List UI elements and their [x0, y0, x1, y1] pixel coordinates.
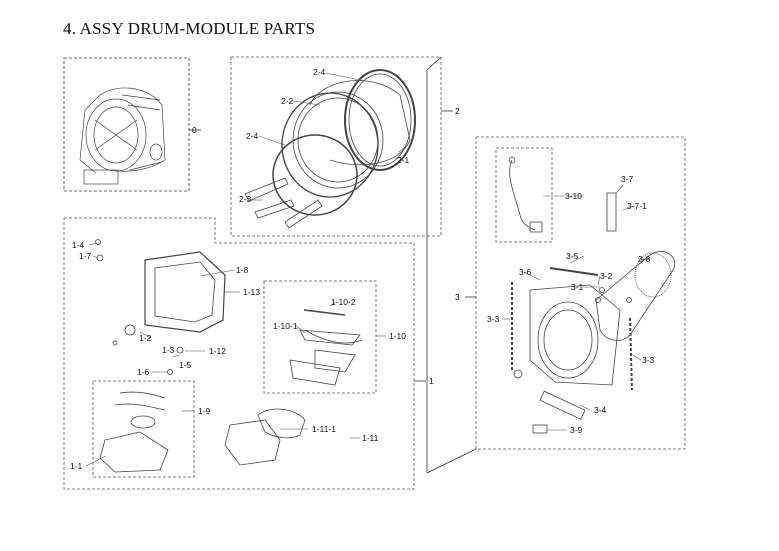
label-3-7-1: 3-7-1	[627, 201, 647, 211]
label-2-2: 2-2	[281, 96, 294, 106]
label-3-3-right: 3-3	[642, 355, 655, 365]
label-3-7: 3-7	[621, 174, 634, 184]
label-1-5: 1-5	[179, 360, 192, 370]
label-2-1: 2-1	[397, 155, 410, 165]
label-1-6: 1-6	[137, 367, 150, 377]
label-1: 1	[429, 376, 434, 386]
label-1-12: 1-12	[209, 346, 226, 356]
drum-module-assembly-illustration	[79, 87, 166, 185]
drum-illustration	[244, 69, 416, 229]
label-2-3: 2-3	[239, 194, 252, 204]
label-1-13: 1-13	[243, 287, 260, 297]
assembly-0-box	[63, 57, 190, 192]
group-1-10-box	[263, 280, 377, 394]
label-1-11-1: 1-11-1	[312, 424, 336, 434]
label-2: 2	[455, 106, 460, 116]
label-3-8: 3-8	[638, 254, 651, 264]
label-1-8: 1-8	[236, 265, 249, 275]
label-0: 0	[192, 125, 197, 135]
group-1-box	[63, 217, 415, 490]
label-2-4-top: 2-4	[313, 67, 326, 77]
front-frame-illustration	[95, 239, 363, 473]
label-2-4: 2-4	[246, 131, 259, 141]
label-3: 3	[455, 292, 460, 302]
label-1-10: 1-10	[389, 331, 406, 341]
label-3-5: 3-5	[566, 251, 579, 261]
label-3-3-left: 3-3	[487, 314, 500, 324]
label-3-1: 3-1	[571, 282, 584, 292]
group-3-box	[475, 136, 686, 450]
label-1-10-2: 1-10-2	[331, 297, 356, 307]
group-1-9-box	[92, 380, 195, 478]
label-1-10-1: 1-10-1	[273, 321, 298, 331]
group-2-box	[230, 56, 442, 237]
label-1-1: 1-1	[70, 461, 83, 471]
page-title: 4. ASSY DRUM-MODULE PARTS	[63, 19, 316, 38]
label-1-11: 1-11	[362, 433, 379, 443]
label-1-4: 1-4	[72, 240, 85, 250]
rear-panel-illustration	[508, 156, 676, 434]
label-3-10: 3-10	[565, 191, 582, 201]
label-3-2: 3-2	[600, 271, 613, 281]
label-1-9: 1-9	[198, 406, 211, 416]
label-1-7: 1-7	[79, 251, 92, 261]
group-3-10-box	[495, 147, 553, 243]
label-3-6: 3-6	[519, 267, 532, 277]
label-1-3: 1-3	[162, 345, 175, 355]
label-3-9: 3-9	[570, 425, 583, 435]
label-3-4: 3-4	[594, 405, 607, 415]
label-1-2: 1-2	[139, 333, 152, 343]
